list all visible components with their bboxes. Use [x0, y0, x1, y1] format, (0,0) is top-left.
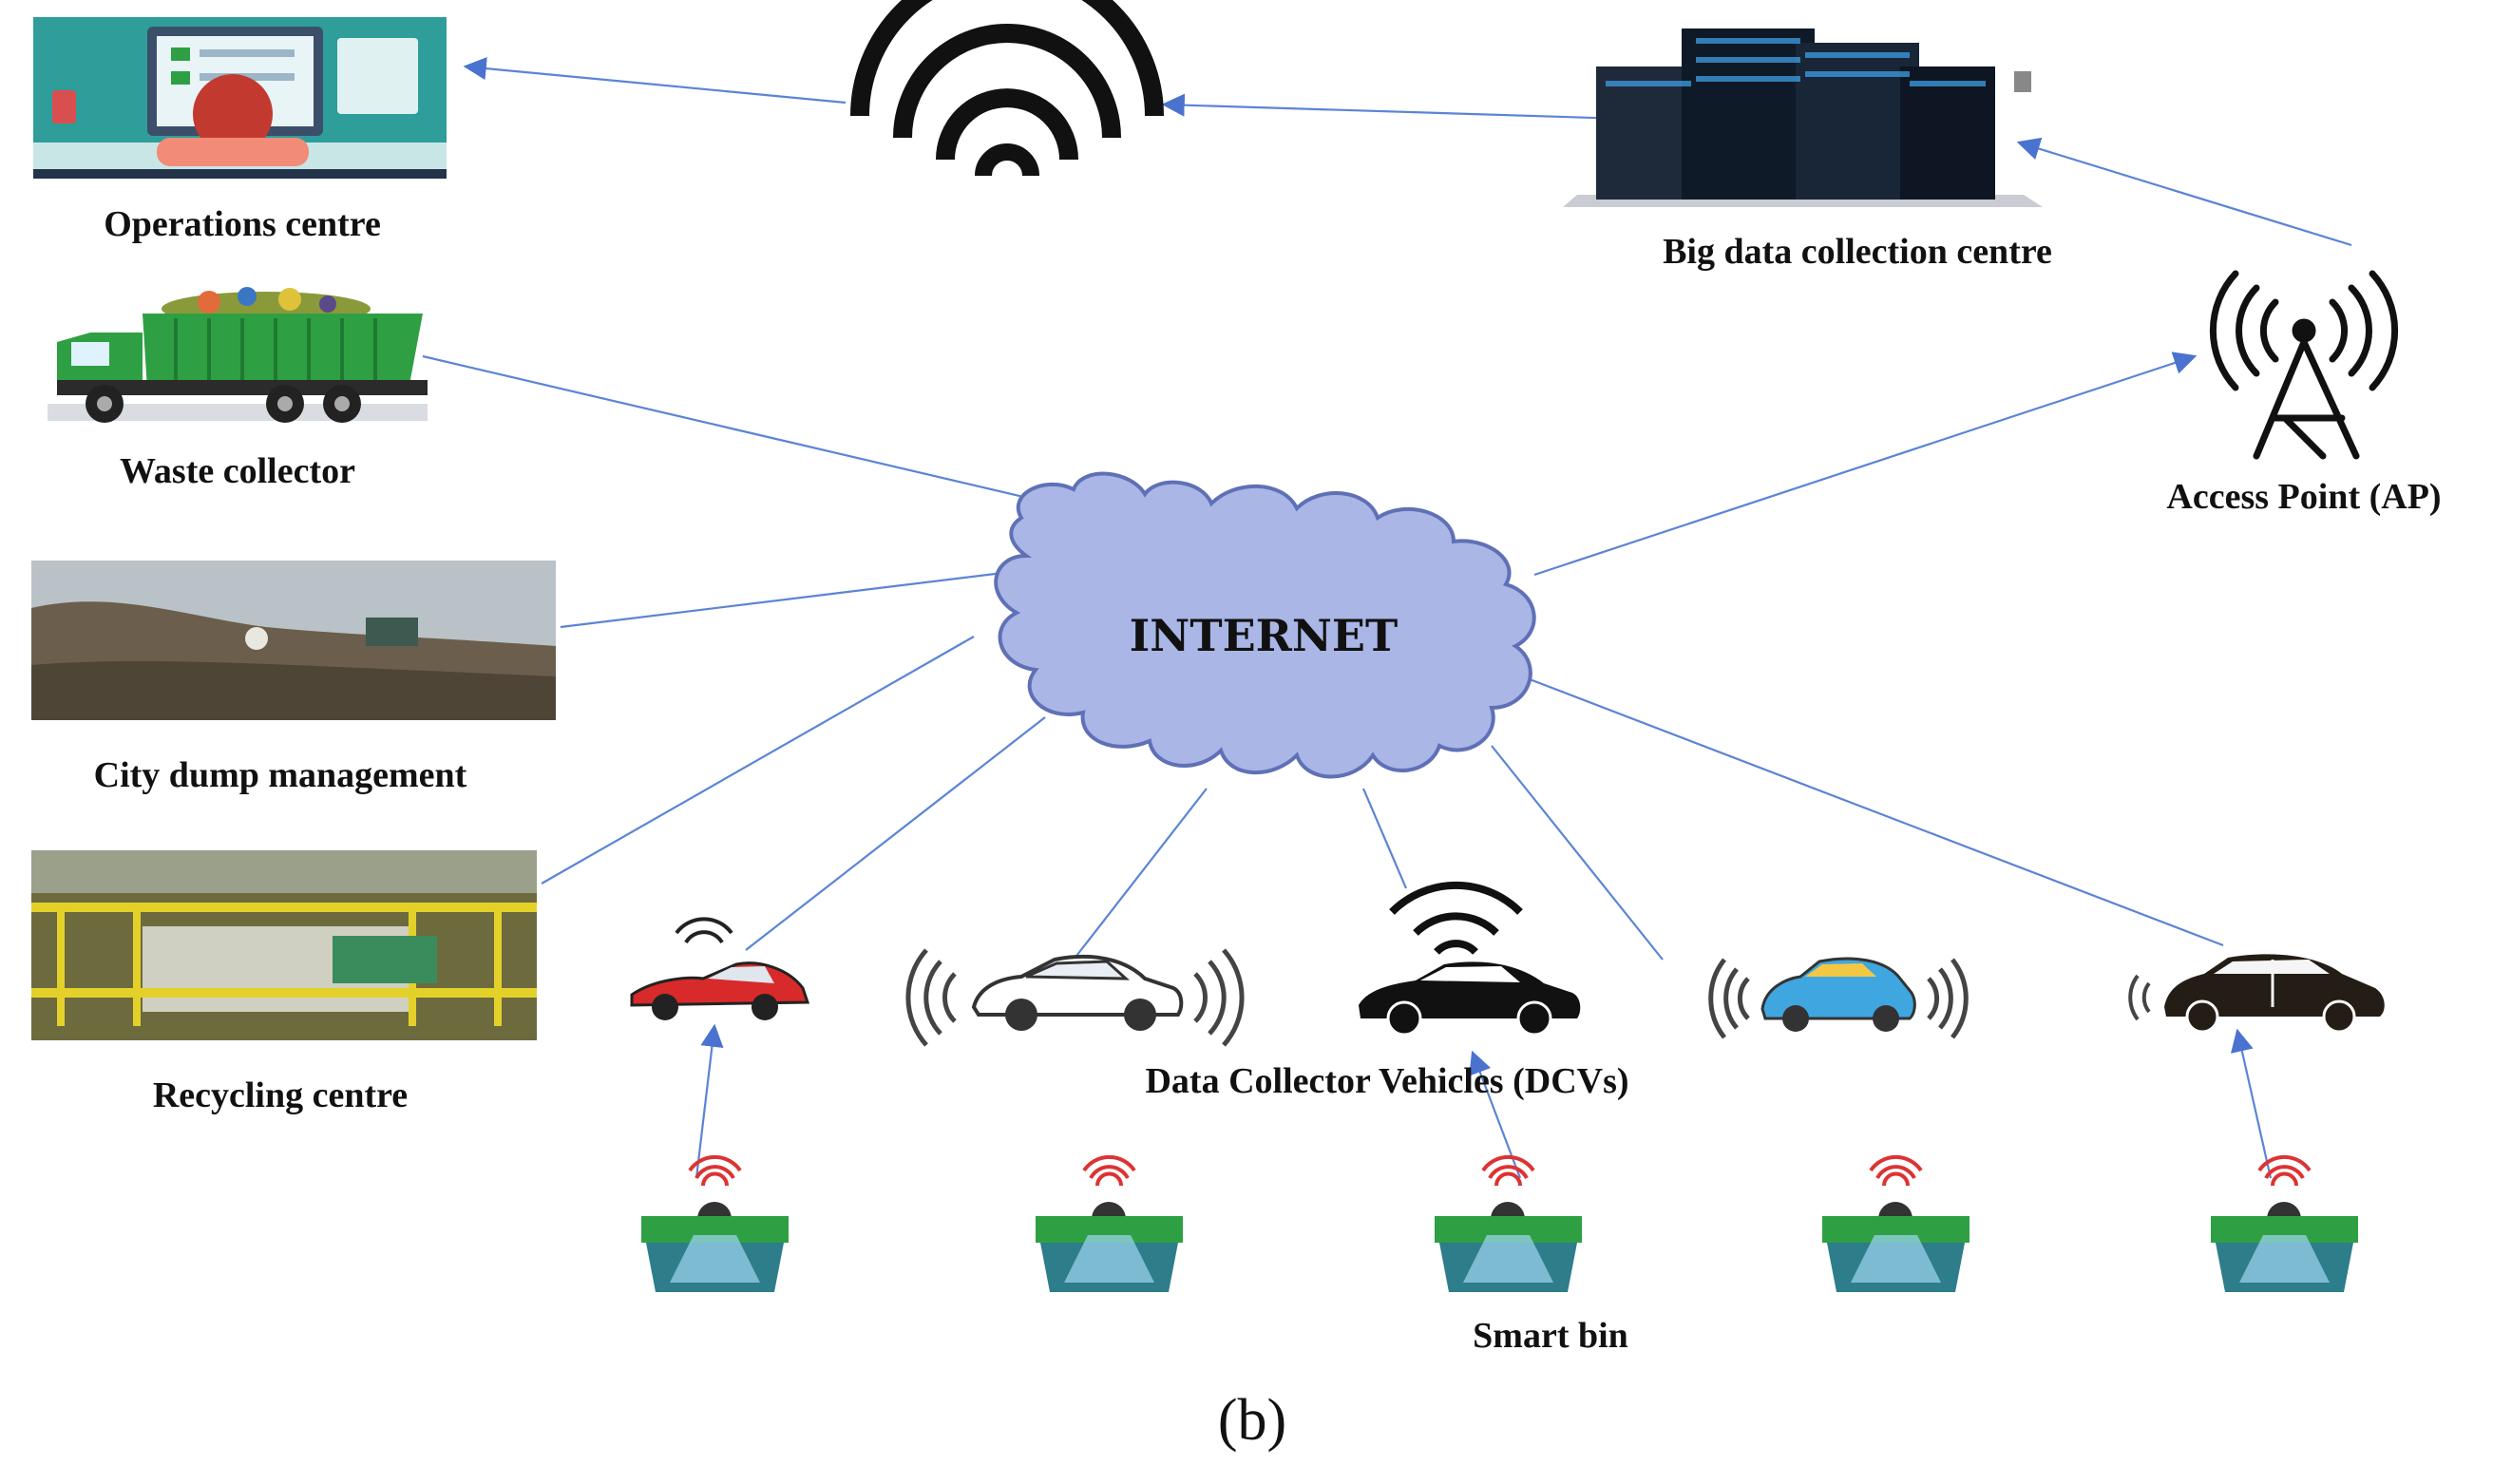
smart-bin-2-icon [1036, 1154, 1183, 1292]
car1-to-internet-line [745, 716, 1046, 951]
dcv-car-red-icon [630, 917, 810, 1020]
smart-bin-5-icon [2211, 1154, 2358, 1292]
big-data-server-icon [1563, 29, 2043, 207]
ap-to-bigdata-arrow [2016, 137, 2352, 247]
access-point-label: Access Point (AP) [2166, 477, 2441, 517]
smart-bin-label: Smart bin [1473, 1316, 1628, 1356]
recycling-centre-image [31, 850, 537, 1040]
operations-centre-image [33, 17, 447, 179]
figure-label: (b) [1218, 1388, 1286, 1453]
wifi-to-operations-arrow [463, 57, 847, 105]
internet-label: INTERNET [1130, 610, 1398, 661]
bin1-to-car1-arrow [695, 1023, 724, 1179]
bigdata-to-wifi-arrow [1161, 93, 1626, 121]
recycling-centre-label: Recycling centre [153, 1075, 408, 1115]
dcv-car-black-icon [1359, 881, 1581, 1037]
dcv-car-blue-icon [1708, 957, 1969, 1039]
access-point-tower-icon [2209, 270, 2399, 460]
waste-to-internet-line [422, 354, 1094, 515]
internet-to-ap-arrow [1533, 352, 2198, 577]
dcv-car-white-icon [905, 948, 1245, 1047]
recycling-to-internet-line [541, 636, 975, 885]
internet-cloud: INTERNET [994, 471, 1536, 779]
smart-bin-1-icon [641, 1154, 789, 1292]
car5-to-internet-line [1529, 677, 2224, 947]
wifi-icon [850, 0, 1164, 177]
dcv-car-dark-icon [2128, 954, 2385, 1034]
dcv-label: Data Collector Vehicles (DCVs) [1145, 1061, 1628, 1101]
waste-collector-label: Waste collector [120, 451, 355, 491]
city-dump-image [31, 561, 556, 720]
smart-bin-4-icon [1822, 1154, 1970, 1292]
big-data-centre-label: Big data collection centre [1663, 232, 2052, 272]
dump-to-internet-line [560, 568, 1027, 629]
car4-to-internet-line [1491, 745, 1664, 961]
cloud-shape [994, 471, 1536, 779]
smart-bin-3-icon [1435, 1154, 1582, 1292]
car3-to-internet-line [1361, 788, 1408, 889]
car2-to-internet-line [1073, 788, 1208, 961]
waste-collector-truck-icon [48, 287, 428, 423]
connectors [422, 57, 2352, 1179]
operations-centre-label: Operations centre [104, 204, 381, 244]
bin5-to-car5-arrow [2230, 1028, 2273, 1179]
city-dump-management-label: City dump management [94, 755, 467, 795]
